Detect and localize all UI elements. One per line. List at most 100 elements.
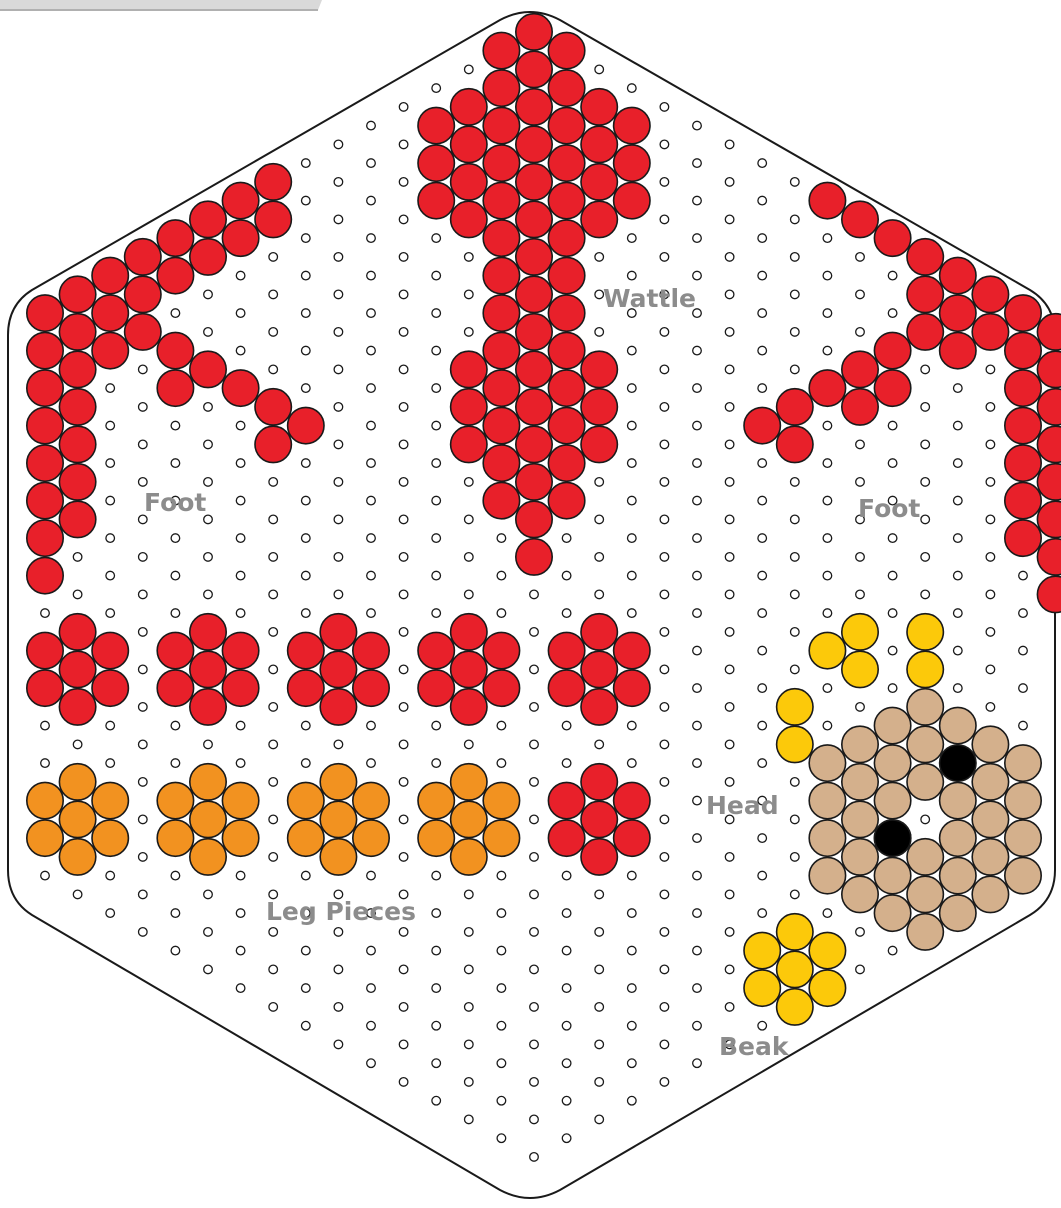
peg-hole: [725, 740, 734, 749]
red-bead: [59, 501, 95, 537]
tan-bead: [874, 857, 910, 893]
peg-hole: [823, 459, 832, 468]
tan-bead: [972, 876, 1008, 912]
tan-bead: [907, 764, 943, 800]
peg-hole: [41, 759, 50, 768]
peg-hole: [823, 534, 832, 543]
peg-hole: [302, 946, 311, 955]
tan-bead: [809, 782, 845, 818]
red-bead: [483, 670, 519, 706]
red-bead: [27, 332, 63, 368]
peg-hole: [432, 946, 441, 955]
peg-hole: [465, 253, 474, 262]
yellow-bead: [907, 651, 943, 687]
red-bead: [451, 164, 487, 200]
peg-hole: [954, 534, 963, 543]
peg-hole: [139, 590, 148, 599]
peg-hole: [628, 1059, 637, 1068]
peg-hole: [334, 290, 343, 299]
peg-hole: [628, 1021, 637, 1030]
peg-hole: [660, 253, 669, 262]
peg-hole: [236, 496, 245, 505]
red-bead: [483, 107, 519, 143]
peg-hole: [269, 590, 278, 599]
peg-hole: [693, 196, 702, 205]
red-bead: [516, 464, 552, 500]
peg-hole: [269, 290, 278, 299]
orange-bead: [451, 839, 487, 875]
peg-hole: [856, 703, 865, 712]
peg-hole: [139, 478, 148, 487]
red-bead: [548, 70, 584, 106]
red-bead: [483, 257, 519, 293]
peg-hole: [106, 721, 115, 730]
peg-hole: [660, 590, 669, 599]
tan-bead: [874, 745, 910, 781]
peg-hole: [432, 1096, 441, 1105]
peg-hole: [334, 440, 343, 449]
red-bead: [548, 145, 584, 181]
orange-bead: [222, 820, 258, 856]
peg-hole: [823, 684, 832, 693]
peg-hole: [465, 928, 474, 937]
peg-hole: [986, 403, 995, 412]
peg-hole: [367, 984, 376, 993]
peg-hole: [791, 515, 800, 524]
red-bead: [418, 145, 454, 181]
peg-hole: [693, 121, 702, 130]
orange-bead: [483, 782, 519, 818]
peg-hole: [856, 590, 865, 599]
peg-hole: [497, 1134, 506, 1143]
peg-hole: [628, 909, 637, 918]
peg-hole: [139, 440, 148, 449]
peg-hole: [693, 571, 702, 580]
peg-hole: [302, 496, 311, 505]
red-bead: [92, 257, 128, 293]
peg-hole: [432, 871, 441, 880]
peg-hole: [236, 309, 245, 318]
orange-bead: [320, 801, 356, 837]
peg-hole: [595, 928, 604, 937]
tan-bead: [842, 801, 878, 837]
peg-hole: [595, 515, 604, 524]
peg-hole: [367, 609, 376, 618]
peg-hole: [139, 553, 148, 562]
peg-hole: [628, 534, 637, 543]
peg-hole: [139, 815, 148, 824]
peg-hole: [432, 271, 441, 280]
peg-hole: [660, 1078, 669, 1087]
red-bead: [451, 426, 487, 462]
peg-hole: [725, 928, 734, 937]
orange-bead: [483, 820, 519, 856]
peg-hole: [660, 553, 669, 562]
peg-hole: [269, 478, 278, 487]
peg-hole: [628, 384, 637, 393]
peg-hole: [823, 909, 832, 918]
yellow-bead: [777, 689, 813, 725]
peg-hole: [367, 871, 376, 880]
tan-bead: [874, 707, 910, 743]
peg-hole: [73, 890, 82, 899]
peg-hole: [399, 1078, 408, 1087]
peg-hole: [693, 796, 702, 805]
peg-hole: [823, 271, 832, 280]
peg-hole: [693, 1021, 702, 1030]
peg-hole: [334, 365, 343, 374]
red-bead: [548, 370, 584, 406]
peg-hole: [725, 1003, 734, 1012]
red-bead: [614, 820, 650, 856]
peg-hole: [693, 421, 702, 430]
peg-hole: [399, 590, 408, 599]
red-bead: [548, 632, 584, 668]
peg-hole: [595, 65, 604, 74]
red-bead: [516, 89, 552, 125]
peg-hole: [367, 159, 376, 168]
peg-hole: [399, 290, 408, 299]
peg-hole: [725, 515, 734, 524]
red-bead: [1005, 295, 1041, 331]
peg-hole: [465, 290, 474, 299]
peg-hole: [399, 703, 408, 712]
peg-hole: [595, 965, 604, 974]
peg-hole: [823, 496, 832, 505]
peg-hole: [171, 421, 180, 430]
